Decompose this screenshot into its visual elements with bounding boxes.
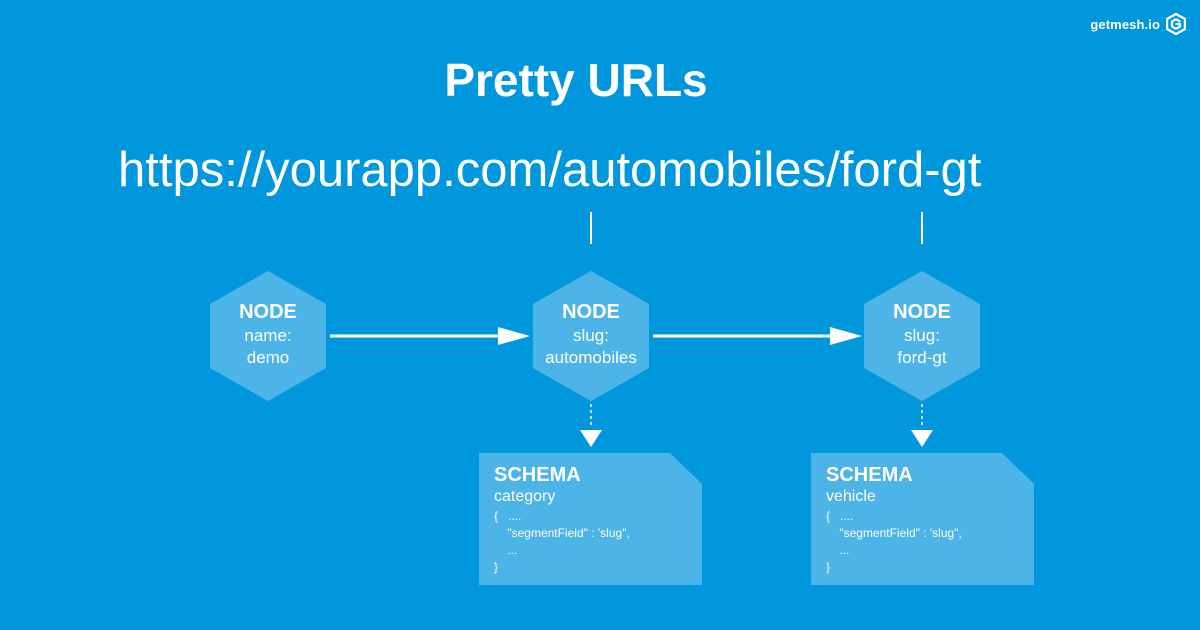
node-title: NODE	[239, 301, 297, 323]
schema-category: SCHEMA category { .... "segmentField" : …	[479, 453, 703, 585]
dashed-arrow-to-schema-vehicle	[911, 404, 933, 447]
schema-card-shape-category	[479, 453, 702, 585]
schema-code: { .... "segmentField" : 'slug", ... }	[826, 509, 962, 574]
dashed-arrow-to-schema-category	[580, 404, 602, 447]
node-field: slug:	[904, 326, 940, 345]
node-demo: NODE name: demo	[208, 271, 328, 401]
arrow-automobiles-to-ford-gt	[653, 327, 862, 345]
node-value: automobiles	[545, 348, 637, 367]
schema-card-shape-vehicle	[811, 453, 1034, 585]
example-url: https://yourapp.com/automobiles/ford-gt	[118, 143, 982, 197]
arrow-demo-to-automobiles	[330, 327, 530, 345]
node-ford-gt: NODE slug: ford-gt	[862, 271, 982, 401]
schema-name: category	[494, 488, 556, 505]
page-title: Pretty URLs	[444, 54, 708, 106]
brand-name: getmesh.io	[1090, 16, 1160, 32]
mesh-logo-icon	[1166, 13, 1186, 35]
node-automobiles: NODE slug: automobiles	[531, 271, 651, 401]
schema-code: { .... "segmentField" : 'slug", ... }	[494, 509, 630, 574]
node-title: NODE	[893, 301, 951, 323]
node-title: NODE	[562, 301, 620, 323]
brand: getmesh.io	[1090, 13, 1186, 35]
node-value: demo	[246, 348, 290, 367]
node-hexagon-ford-gt	[864, 271, 980, 401]
schema-vehicle: SCHEMA vehicle { .... "segmentField" : '…	[811, 453, 1035, 585]
schema-title: SCHEMA	[826, 464, 913, 486]
schema-title: SCHEMA	[494, 464, 581, 486]
schema-name: vehicle	[826, 488, 876, 505]
node-value: ford-gt	[897, 348, 947, 367]
node-hexagon-automobiles	[533, 271, 649, 401]
node-hexagon-demo	[210, 271, 326, 401]
node-field: name:	[244, 326, 292, 345]
node-field: slug:	[573, 326, 609, 345]
